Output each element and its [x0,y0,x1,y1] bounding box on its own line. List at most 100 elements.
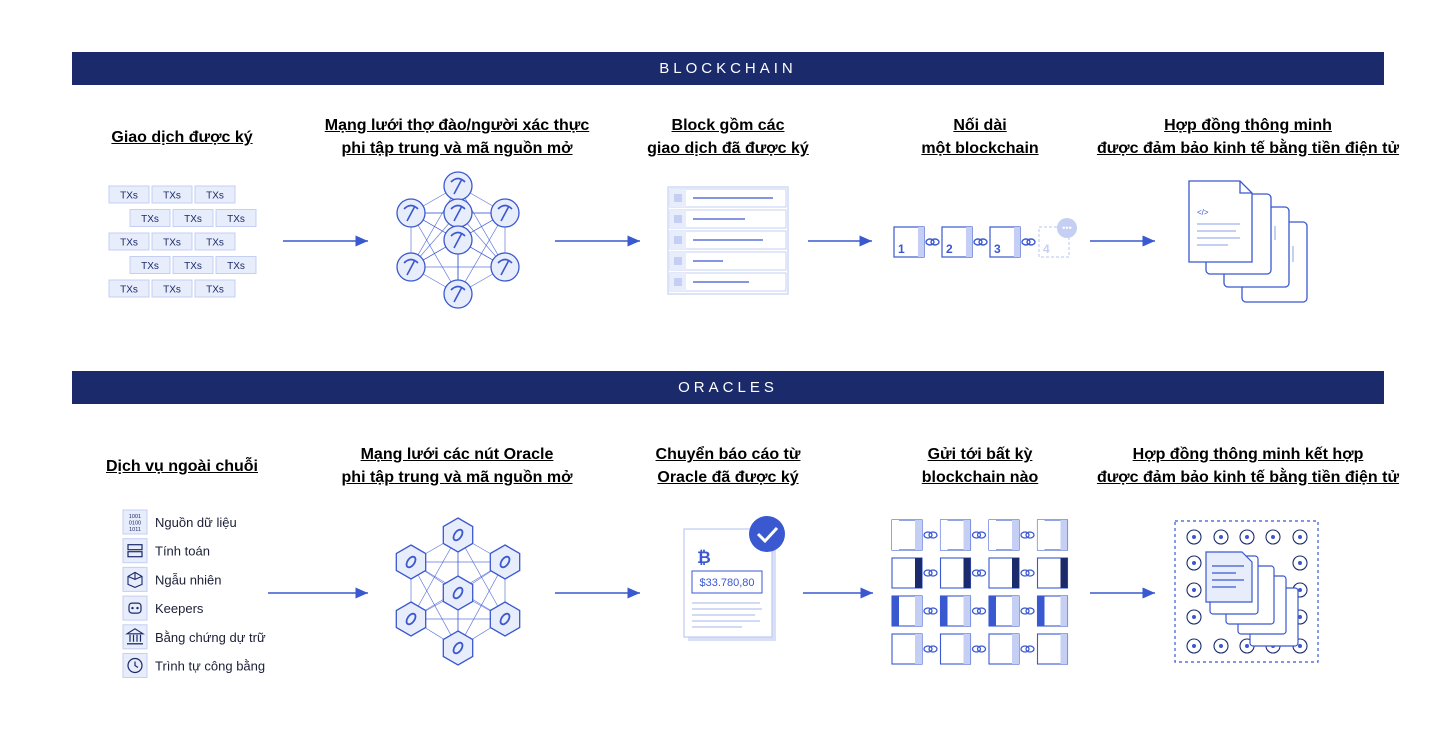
smart-contract-stack-icon: </> [1188,180,1308,303]
service-mini-icon [1265,529,1281,545]
link-icon [971,607,982,615]
tx-label: TXs [120,285,138,296]
check-badge-icon [749,516,785,552]
service-mini-icon [1186,582,1202,598]
bitcoin-icon: ₿ [697,548,711,567]
tx-box [129,209,171,227]
service-mini-icon [1186,555,1202,571]
tx-label: TXs [206,191,224,202]
tx-box [108,232,150,251]
service-mini-icon [1213,529,1229,545]
service-mini-icon [1186,609,1202,625]
tx-label: TXs [227,214,245,225]
tx-box [172,209,214,227]
tx-label: TXs [184,261,202,272]
link-icon [923,607,933,615]
oracle-node [395,601,427,637]
link-icon [923,645,933,653]
bank-icon [122,624,148,650]
service-mini-icon [1239,529,1255,545]
link-icon [925,238,935,246]
oracle-network-icon [395,517,521,666]
chain-block-number: 2 [946,242,953,256]
tx-box [194,232,236,251]
service-label: Trình tự công bằng [155,659,265,674]
chain-block-number: 1 [898,242,905,256]
service-label: Ngẫu nhiên [155,572,222,587]
link-icon [973,238,983,246]
svg-text:0100: 0100 [129,521,141,527]
link-icon [1020,607,1030,615]
tx-box [151,185,193,204]
tx-box [172,256,214,274]
link-icon [923,569,933,577]
report-price: $33.780,80 [699,577,754,589]
svg-text:₿: ₿ [697,548,711,567]
tx-label: TXs [120,191,138,202]
oracle-node [489,601,521,637]
tx-label: TXs [120,238,138,249]
link-icon [1020,645,1030,653]
service-label: Bằng chứng dự trữ [155,630,266,645]
clock-icon [122,653,148,678]
service-mini-icon [1213,638,1229,654]
oracles-banner: ORACLES [72,371,1384,404]
service-label: Keepers [155,601,204,616]
service-label: Nguồn dữ liệu [155,515,237,530]
oracle-node [395,544,427,580]
tx-box [108,279,150,298]
tx-box [108,185,150,204]
tx-box [151,279,193,298]
server-icon [122,538,148,564]
link-icon [971,569,982,577]
link-icon [971,531,982,539]
service-mini-icon [1186,638,1202,654]
tx-box [194,279,236,298]
step-title-signed-transactions: Giao dịch được ký [111,129,253,146]
cube-icon [122,566,148,592]
service-mini-icon [1292,555,1308,571]
tx-label: TXs [163,191,181,202]
blockchain-banner: BLOCKCHAIN [72,52,1384,85]
signed-report-icon: ₿ $33.780,80 [683,516,785,641]
service-label: Tính toán [155,544,210,559]
oracle-node [489,544,521,580]
more-icon [1057,218,1077,238]
svg-text:1001: 1001 [129,514,141,520]
chain-block-number: 4 [1043,242,1050,256]
tx-box [151,232,193,251]
link-icon [923,531,933,539]
tx-box [215,256,257,274]
tx-label: TXs [184,214,202,225]
svg-text:</>: </> [1197,208,1209,217]
tx-label: TXs [206,238,224,249]
oracle-node [442,575,474,611]
svg-text:•••: ••• [1062,223,1071,233]
oracle-node [442,517,474,553]
svg-text:1011: 1011 [129,527,141,533]
robot-icon [122,595,148,621]
link-icon [1020,569,1030,577]
miner-network-icon [396,171,520,309]
step-title-offchain-services: Dịch vụ ngoài chuỗi [105,458,258,475]
tx-label: TXs [163,285,181,296]
oracle-node [442,630,474,666]
tx-label: TXs [163,238,181,249]
link-icon [1021,238,1031,246]
tx-label: TXs [206,285,224,296]
service-mini-icon [1292,529,1308,545]
service-mini-icon [1186,529,1202,545]
link-icon [971,645,982,653]
